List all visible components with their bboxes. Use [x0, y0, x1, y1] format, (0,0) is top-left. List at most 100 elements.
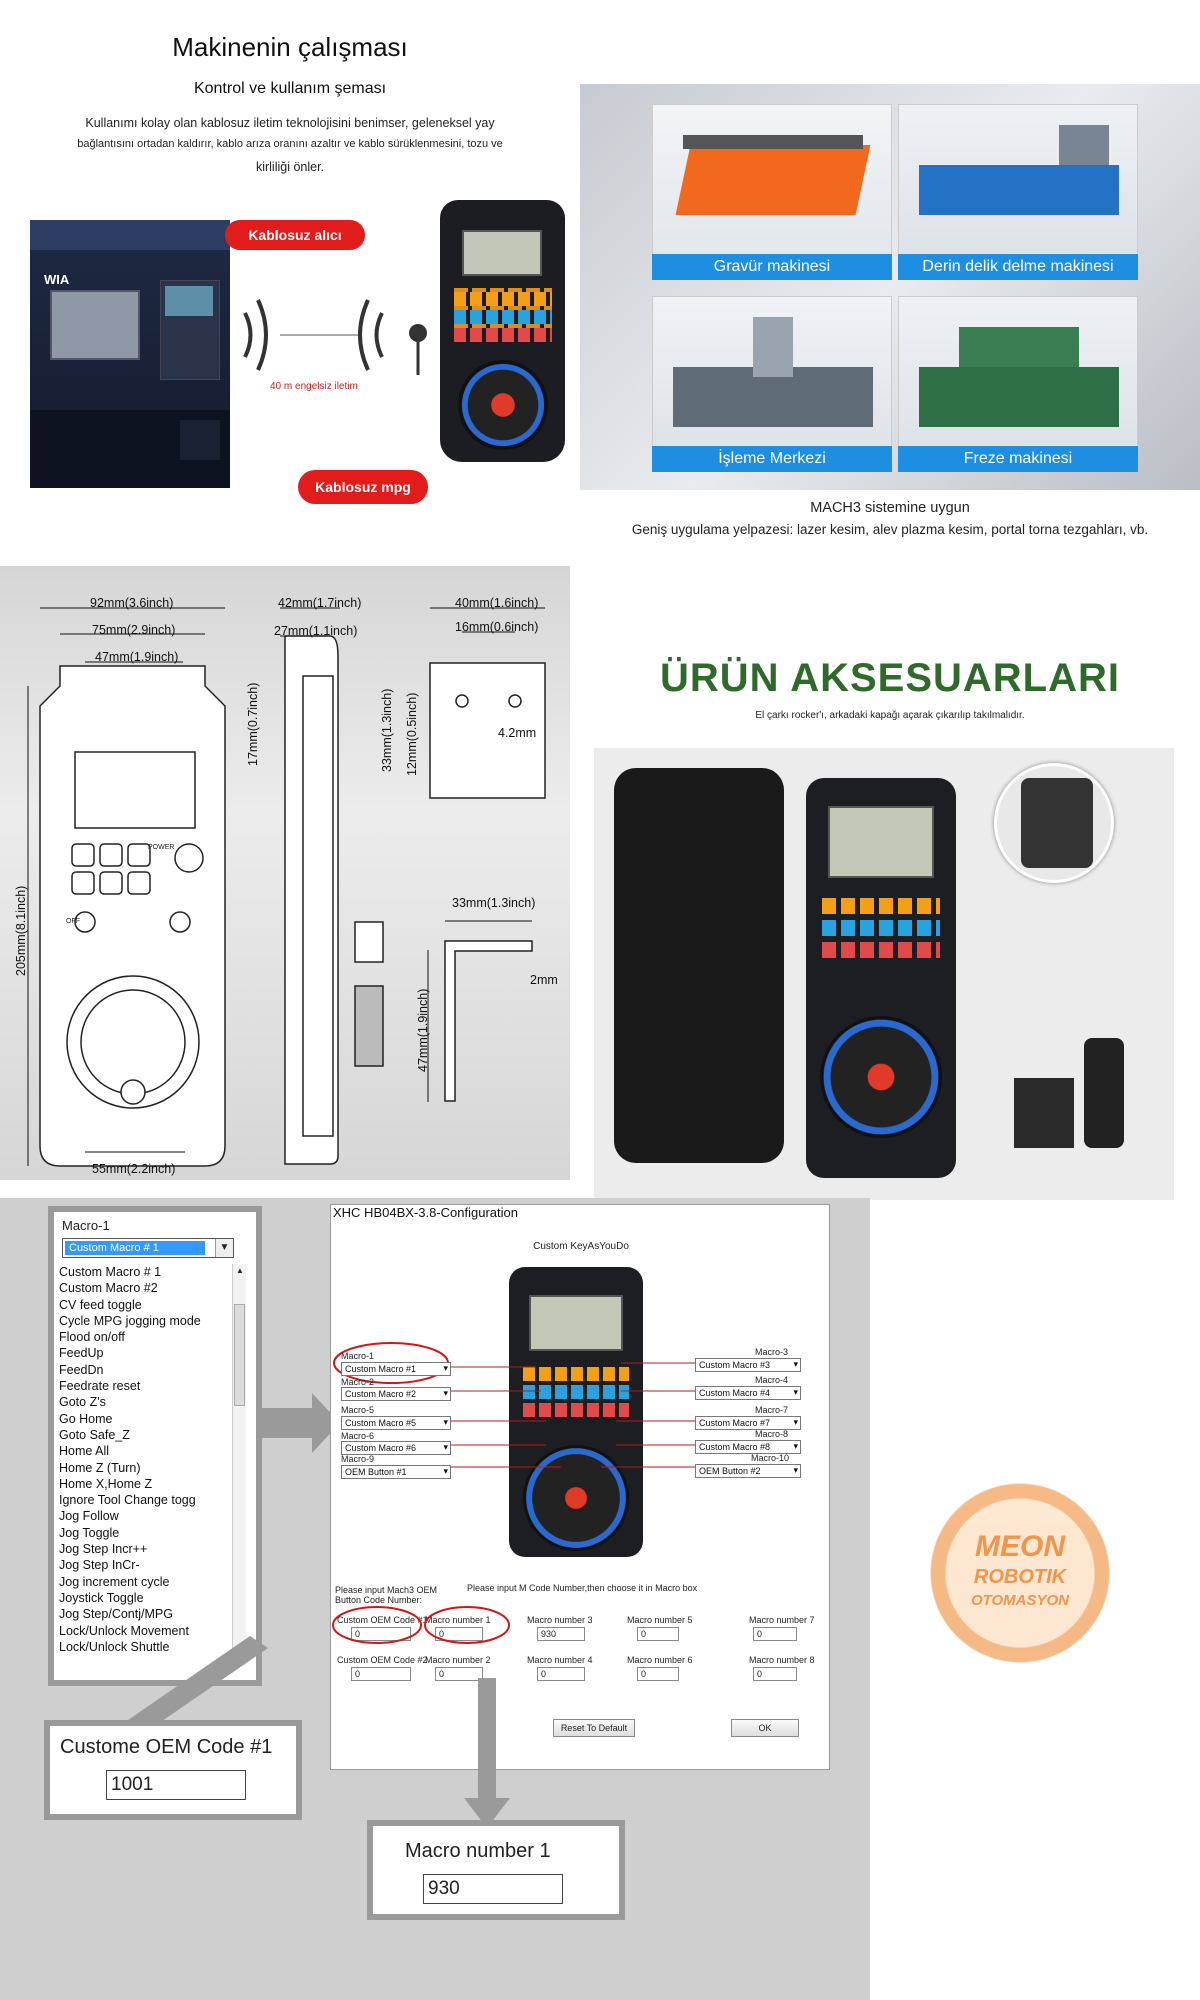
list-item[interactable]: Ignore Tool Change togg	[59, 1493, 196, 1508]
macro-number-4-input[interactable]: 0	[537, 1667, 585, 1681]
config-window: XHC HB04BX-3.8-Configuration Custom KeyA…	[330, 1204, 830, 1770]
dim-47mm-vert: 47mm(1.9inch)	[416, 988, 430, 1072]
macro-number-3-input[interactable]: 930	[537, 1627, 585, 1641]
accessories-title: ÜRÜN AKSESUARLARI	[660, 656, 1120, 700]
mach3-compat-text: MACH3 sistemine uygun	[810, 500, 970, 516]
list-item[interactable]: Home Z (Turn)	[59, 1460, 141, 1475]
macro-1-label: Macro-1	[341, 1351, 375, 1361]
macro-number-8-label: Macro number 8	[749, 1655, 815, 1665]
oem-code-1-input[interactable]: 0	[351, 1627, 411, 1641]
macro-1-dropdown[interactable]: Custom Macro #1	[341, 1362, 451, 1376]
dim-27mm: 27mm(1.1inch)	[274, 624, 358, 638]
section-wireless-operation: Makinenin çalışması Kontrol ve kullanım …	[0, 0, 580, 510]
macro-7-dropdown[interactable]: Custom Macro #7	[695, 1416, 801, 1430]
cnc-lathe-image: WIA	[30, 220, 230, 488]
list-item[interactable]: Lock/Unlock Shuttle	[59, 1639, 170, 1654]
macro-8-dropdown[interactable]: Custom Macro #8	[695, 1440, 801, 1454]
deep-hole-drill-image	[898, 104, 1138, 264]
distance-label: 40 m engelsiz iletim	[270, 381, 358, 392]
logo-line-1: MEON	[975, 1530, 1065, 1563]
list-item[interactable]: Cycle MPG jogging mode	[59, 1313, 201, 1328]
macro-number-8-input[interactable]: 0	[753, 1667, 797, 1681]
macro-number-6-input[interactable]: 0	[637, 1667, 679, 1681]
macro-9-dropdown[interactable]: OEM Button #1	[341, 1465, 451, 1479]
dimension-drawing: 92mm(3.6inch) 75mm(2.9inch) 47mm(1.9inch…	[0, 566, 570, 1180]
dim-33mm-vert: 33mm(1.3inch)	[380, 688, 394, 772]
dim-92mm: 92mm(3.6inch)	[90, 596, 174, 610]
list-item[interactable]: Custom Macro # 1	[59, 1265, 162, 1279]
chevron-down-icon[interactable]: ▼	[215, 1239, 233, 1257]
signal-wave-icon	[243, 299, 427, 375]
list-item[interactable]: Flood on/off	[59, 1330, 125, 1345]
oem-code-2-input[interactable]: 0	[351, 1667, 411, 1681]
macro-number-1-input[interactable]: 0	[435, 1627, 483, 1641]
macro-number-5-label: Macro number 5	[627, 1615, 693, 1625]
macro-5-dropdown[interactable]: Custom Macro #5	[341, 1416, 451, 1430]
macro-8-label: Macro-8	[755, 1429, 789, 1439]
list-item[interactable]: Jog Step/Contj/MPG	[59, 1607, 173, 1622]
wireless-mpg-image	[440, 200, 565, 462]
list-item[interactable]: Go Home	[59, 1411, 113, 1426]
pendant-outline-drawing	[27, 607, 546, 1167]
macro-number-1-label: Macro number 1	[425, 1615, 491, 1625]
macro-number-5-input[interactable]: 0	[637, 1627, 679, 1641]
macro-10-dropdown[interactable]: OEM Button #2	[695, 1464, 801, 1478]
macro-1-select[interactable]: Custom Macro # 1 ▼	[62, 1238, 234, 1258]
list-item[interactable]: FeedUp	[59, 1346, 104, 1361]
macro-number-7-input[interactable]: 0	[753, 1627, 797, 1641]
list-item[interactable]: Custom Macro #2	[59, 1281, 158, 1296]
list-item[interactable]: Home X,Home Z	[59, 1476, 153, 1491]
dropdown-label: Macro-1	[62, 1218, 110, 1233]
list-item[interactable]: Jog Toggle	[59, 1525, 120, 1540]
list-item[interactable]: Feedrate reset	[59, 1379, 141, 1394]
macro-6-dropdown[interactable]: Custom Macro #6	[341, 1441, 451, 1455]
list-item[interactable]: Lock/Unlock Movement	[59, 1623, 189, 1638]
macro-3-label: Macro-3	[755, 1347, 789, 1357]
macro-3-dropdown[interactable]: Custom Macro #3	[695, 1358, 801, 1372]
dropdown-selected: Custom Macro # 1	[65, 1241, 205, 1255]
caption-deep-hole: Derin delik delme makinesi	[898, 254, 1138, 280]
section-title: Makinenin çalışması	[172, 32, 408, 62]
list-item[interactable]: Goto Safe_Z	[59, 1427, 130, 1442]
macro-number-6-label: Macro number 6	[627, 1655, 693, 1665]
list-item[interactable]: FeedDn	[59, 1362, 104, 1377]
dim-42mm: 42mm(1.7inch)	[278, 596, 362, 610]
dim-2mm: 2mm	[530, 973, 558, 987]
list-item[interactable]: CV feed toggle	[59, 1297, 142, 1312]
caption-machining-center: İşleme Merkezi	[652, 446, 892, 472]
list-item[interactable]: Jog Step InCr-	[59, 1558, 140, 1573]
list-item[interactable]: Goto Z's	[59, 1395, 106, 1410]
section-accessories: ÜRÜN AKSESUARLARI El çarkı rocker'ı, ark…	[580, 640, 1200, 1200]
macro-2-dropdown[interactable]: Custom Macro #2	[341, 1387, 451, 1401]
macro-4-label: Macro-4	[755, 1375, 789, 1385]
oem-callout-title: Custome OEM Code #1	[60, 1736, 273, 1758]
list-item[interactable]: Jog Step Incr++	[59, 1542, 148, 1557]
accessories-photo	[594, 748, 1174, 1200]
reset-to-default-button[interactable]: Reset To Default	[553, 1719, 635, 1737]
macro-number-4-label: Macro number 4	[527, 1655, 593, 1665]
macro-callout-value: 930	[423, 1874, 563, 1904]
list-scrollbar[interactable]: ▲ ▼	[232, 1264, 246, 1666]
highlight-circles	[332, 1606, 510, 1644]
dim-4-2mm: 4.2mm	[498, 726, 537, 740]
list-item[interactable]: Joystick Toggle	[59, 1590, 144, 1605]
usb-receiver-image	[1084, 1038, 1124, 1148]
window-title: XHC HB04BX-3.8-Configuration	[333, 1205, 518, 1220]
dim-17mm: 17mm(0.7inch)	[246, 682, 260, 766]
meon-robotik-logo: MEON ROBOTIK OTOMASYON	[925, 1478, 1115, 1668]
caption-milling: Freze makinesi	[898, 446, 1138, 472]
config-heading: Custom KeyAsYouDo	[533, 1241, 629, 1252]
list-item[interactable]: Jog Follow	[59, 1509, 119, 1524]
desc-line-3: kirliliği önler.	[255, 160, 325, 174]
macro-number-2-label: Macro number 2	[425, 1655, 491, 1665]
macro-4-dropdown[interactable]: Custom Macro #4	[695, 1386, 801, 1400]
caption-engraving: Gravür makinesi	[652, 254, 892, 280]
milling-machine-image	[898, 296, 1138, 456]
list-item[interactable]: Home All	[59, 1444, 110, 1459]
list-item[interactable]: Jog increment cycle	[59, 1574, 170, 1589]
dim-47mm: 47mm(1.9inch)	[95, 650, 179, 664]
machine-brand: WIA	[44, 272, 70, 287]
ok-button[interactable]: OK	[731, 1719, 799, 1737]
macro-number-2-input[interactable]: 0	[435, 1667, 483, 1681]
dim-40mm: 40mm(1.6inch)	[455, 596, 539, 610]
